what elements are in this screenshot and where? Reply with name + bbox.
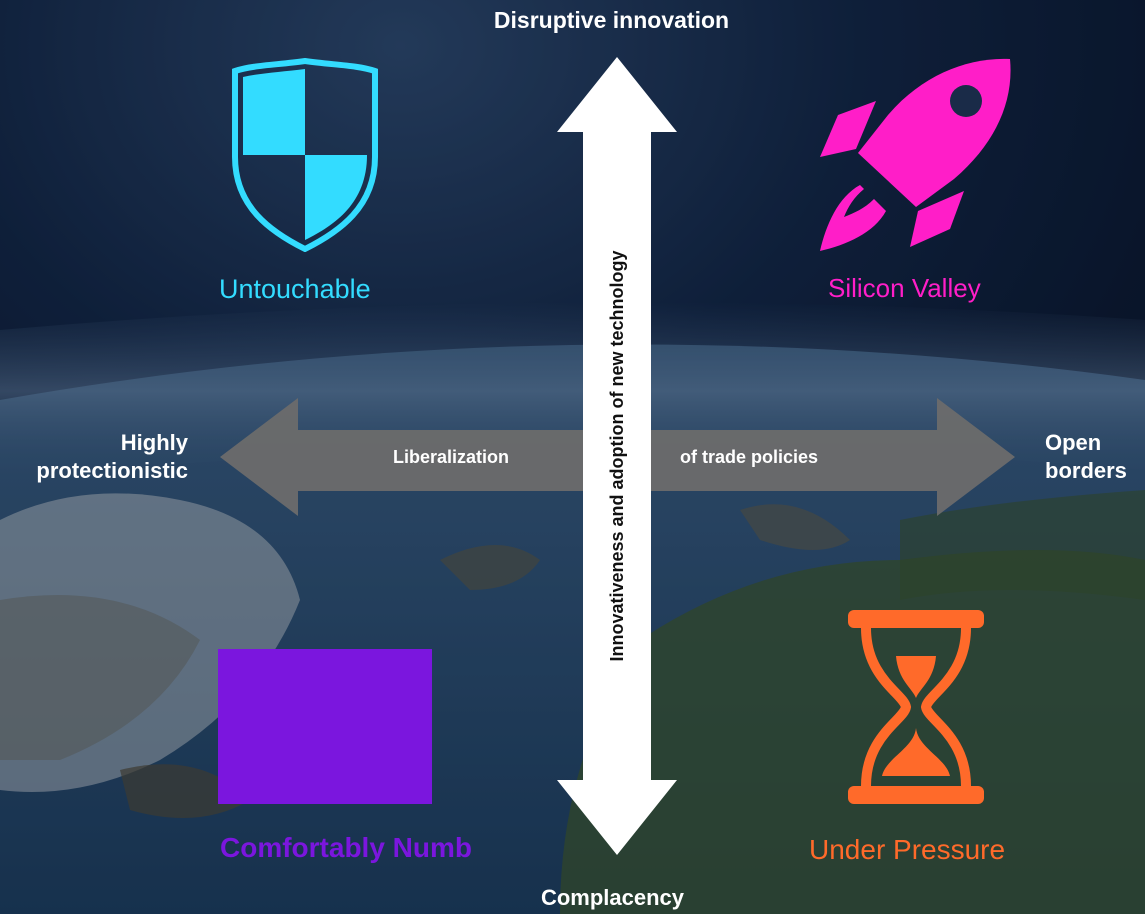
quadrant-label-under-pressure: Under Pressure <box>809 834 1006 865</box>
square-icon <box>218 649 432 804</box>
shield-icon <box>232 57 378 252</box>
axis-left-line-1: Highly <box>120 430 188 455</box>
vertical-axis-title: Innovativeness and adoption of new techn… <box>607 250 627 662</box>
axis-left-line-2: protectionistic <box>36 458 188 483</box>
horizontal-axis-title-left: Liberalization <box>393 447 510 467</box>
axis-left-label: Highly protectionistic <box>10 429 188 485</box>
axis-bottom-label: Complacency <box>540 885 685 910</box>
axis-right-label: Open borders <box>1045 429 1127 485</box>
axis-top-label: Disruptive innovation <box>493 7 730 33</box>
axis-right-line-2: borders <box>1045 458 1127 483</box>
horizontal-axis-title-right: of trade policies <box>680 447 819 467</box>
quadrant-label-untouchable: Untouchable <box>219 274 371 304</box>
axis-right-line-1: Open <box>1045 430 1102 455</box>
quadrant-label-silicon-valley: Silicon Valley <box>828 273 981 303</box>
hourglass-icon <box>848 610 984 804</box>
rocket-icon <box>820 58 1011 251</box>
vertical-double-arrow <box>557 57 677 855</box>
quadrant-label-comfortably-numb: Comfortably Numb <box>220 832 472 863</box>
